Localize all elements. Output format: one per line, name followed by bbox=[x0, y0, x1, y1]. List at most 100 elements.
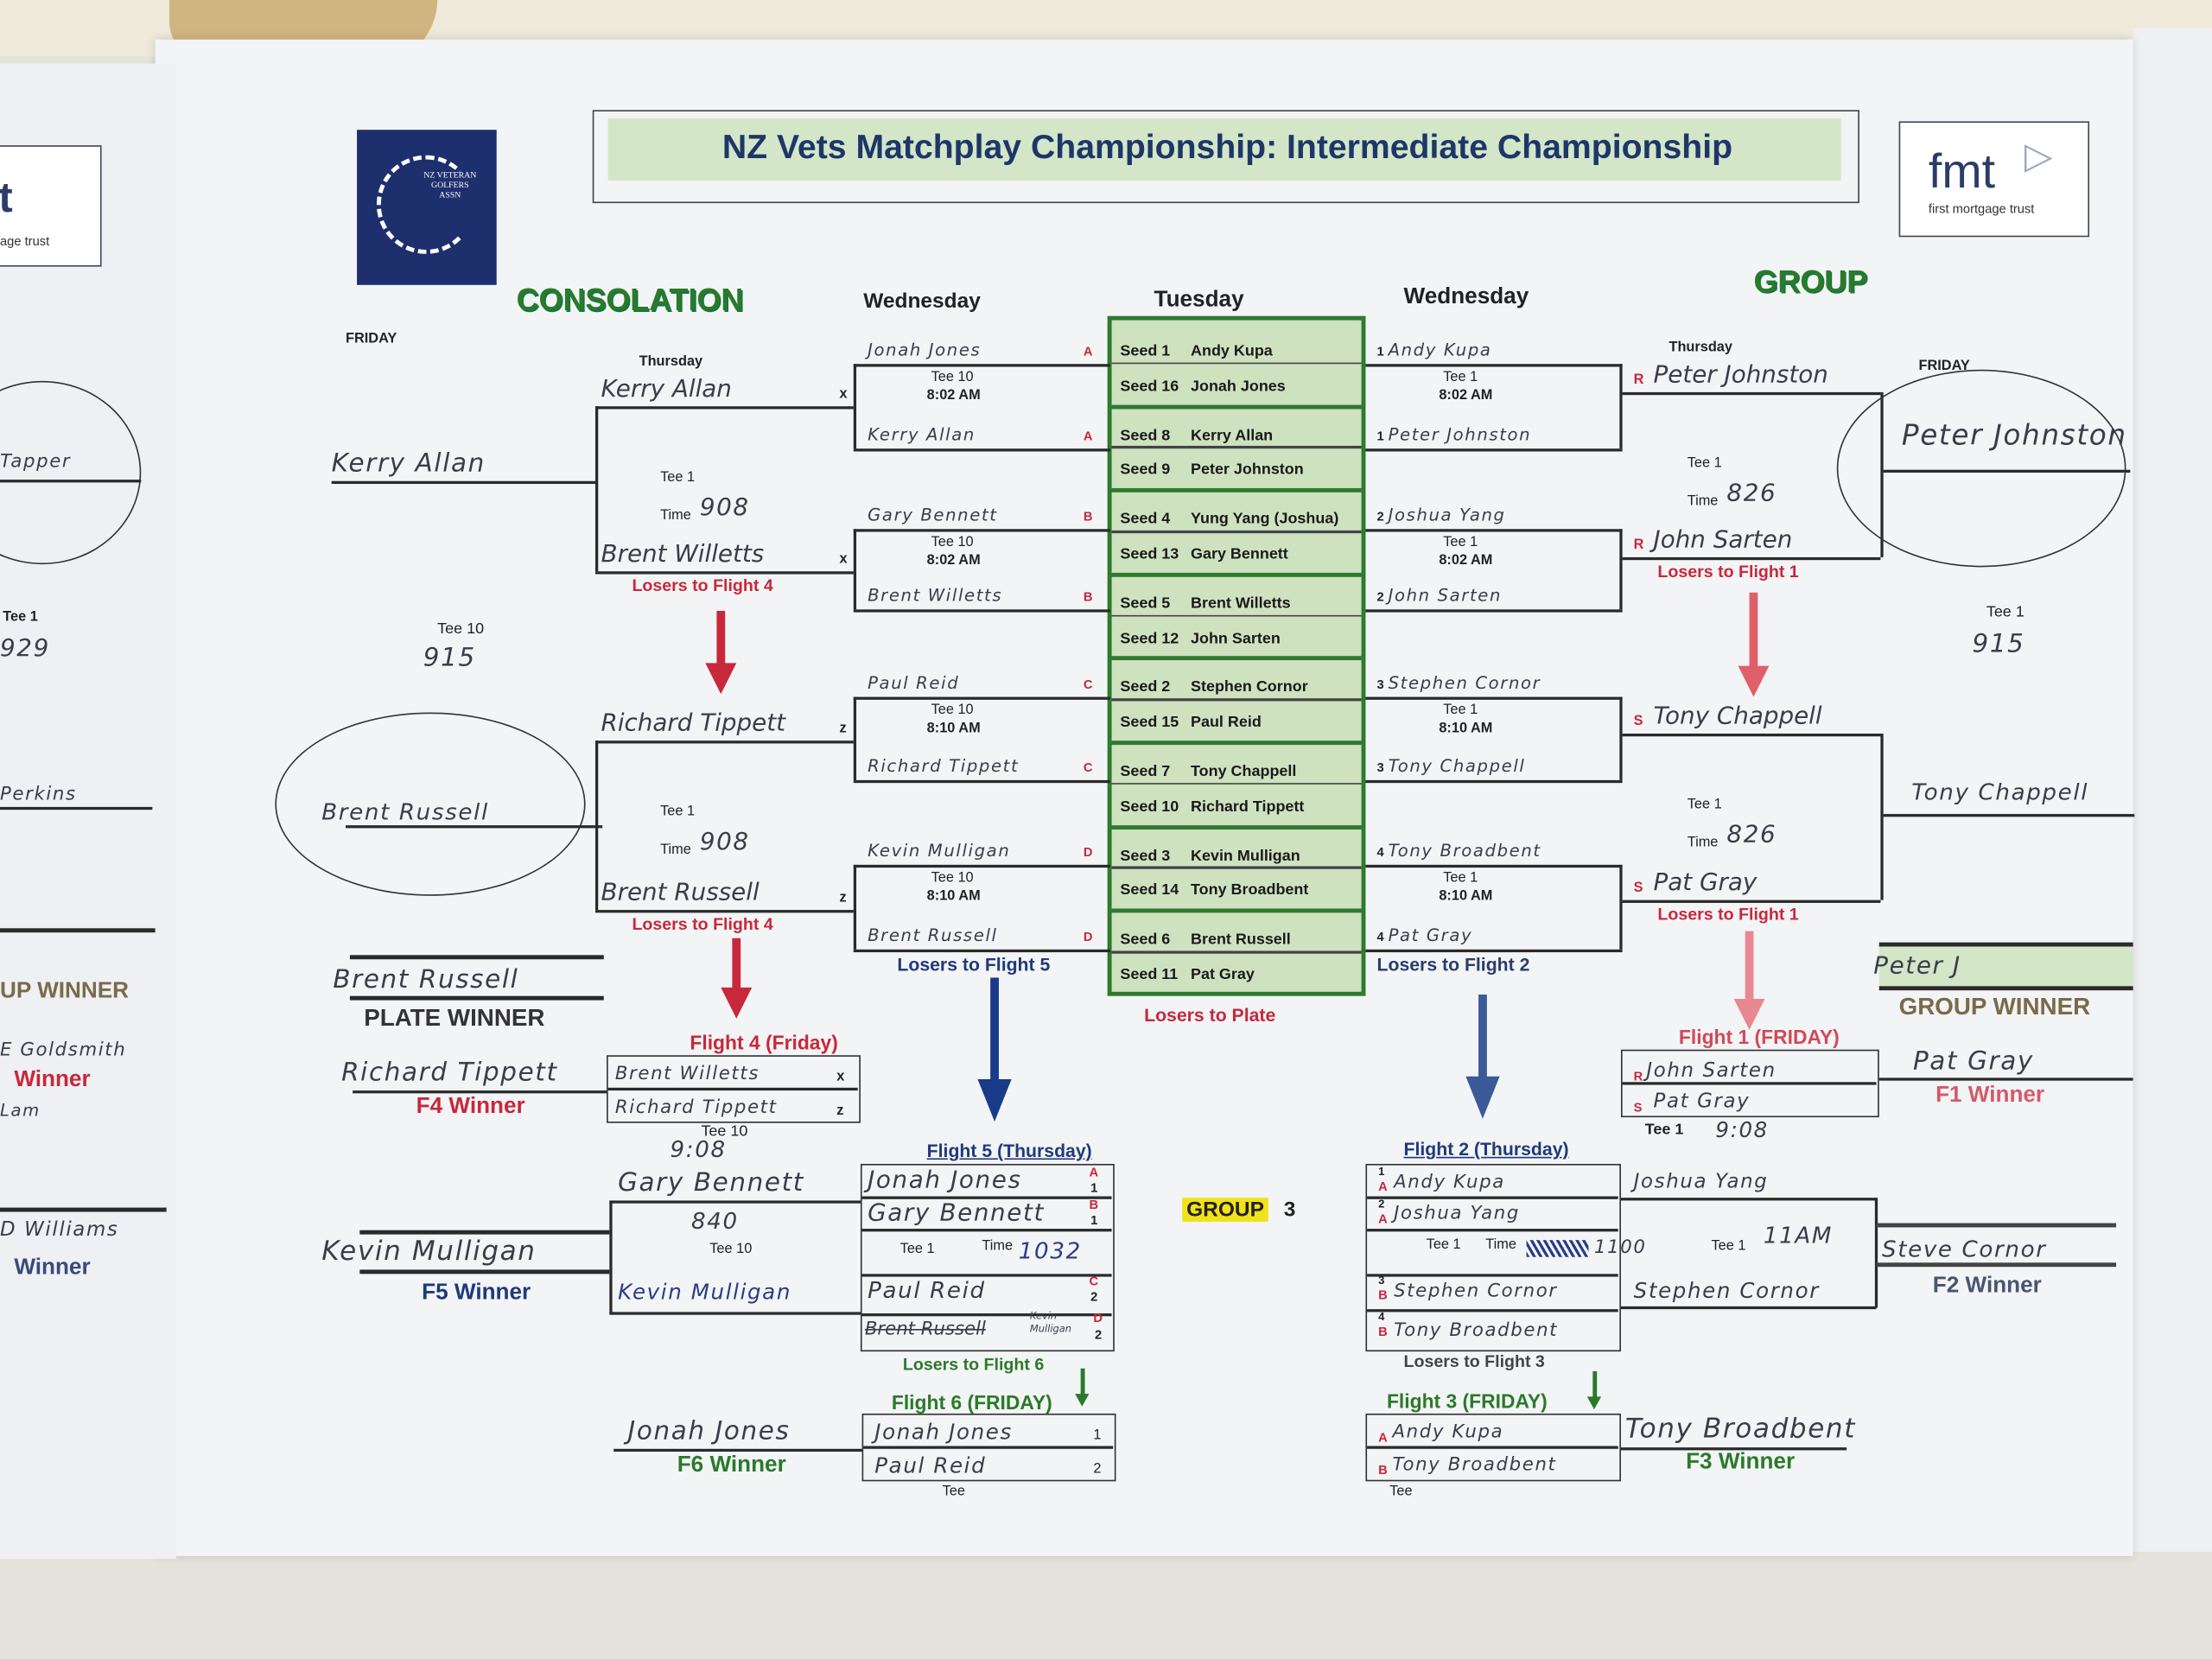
tee-time: 908 bbox=[699, 828, 750, 857]
flight5-player-1: Jonah Jones bbox=[868, 1166, 1022, 1195]
seed-player-name: Richard Tippett bbox=[1190, 798, 1305, 816]
plate-winner-label: PLATE WINNER bbox=[364, 1004, 545, 1032]
tee-label: Tee 10 bbox=[931, 534, 974, 550]
match-tag: 4 bbox=[1376, 929, 1384, 944]
match-tag: x bbox=[839, 551, 848, 568]
tee-label: Tee 1 bbox=[1443, 702, 1478, 719]
flight5-player-2: Gary Bennett bbox=[868, 1198, 1046, 1228]
flight4-player-2: Richard Tippett bbox=[614, 1097, 778, 1119]
seed-player-name: Tony Chappell bbox=[1190, 763, 1297, 780]
f6-winner-name: Jonah Jones bbox=[627, 1416, 791, 1446]
tee-time: 826 bbox=[1726, 480, 1777, 508]
match-tag: D bbox=[1083, 929, 1093, 944]
seed-number: Seed 16 bbox=[1120, 378, 1179, 395]
match-tag: 3 bbox=[1376, 760, 1384, 775]
left-winner-2: Winner bbox=[14, 1255, 91, 1280]
flight2-semi-top: Joshua Yang bbox=[1633, 1171, 1769, 1194]
cons-thu-entry: Kerry Allan bbox=[601, 375, 732, 404]
seed-player-name: Tony Broadbent bbox=[1190, 882, 1309, 899]
wed-left-entry: Kerry Allan bbox=[868, 424, 976, 445]
wed-left-entry: Gary Bennett bbox=[868, 505, 998, 525]
thursday-left-label: Thursday bbox=[639, 353, 703, 370]
seed-divider bbox=[1111, 614, 1362, 617]
tee-label: Tee 1 bbox=[1687, 455, 1722, 472]
seed-player-name: Brent Willetts bbox=[1190, 594, 1291, 613]
match-tag: S bbox=[1633, 880, 1643, 896]
seed-player-name: John Sarten bbox=[1190, 630, 1281, 647]
left-name-3: E Goldsmith bbox=[0, 1039, 127, 1061]
arrow-down-icon bbox=[990, 977, 999, 1084]
arrow-down-icon bbox=[732, 938, 741, 989]
bracket-line bbox=[853, 609, 1110, 613]
flight5-player-4-struck: Brent Russell bbox=[864, 1319, 986, 1341]
match-tag: B bbox=[1083, 589, 1093, 604]
seed-divider bbox=[1111, 488, 1362, 493]
seed-number: Seed 11 bbox=[1120, 966, 1179, 983]
left-name-2: Perkins bbox=[0, 784, 77, 806]
tee-time: 8:10 AM bbox=[1439, 888, 1493, 905]
flight3-player-2: Tony Broadbent bbox=[1392, 1454, 1557, 1476]
tee-label: Tee 1 bbox=[1687, 797, 1722, 813]
flight5-box bbox=[860, 1163, 1115, 1352]
group-fri-bottom: Tony Chappell bbox=[1911, 779, 2089, 806]
wednesday-right-heading: Wednesday bbox=[1403, 284, 1529, 309]
flight1-player-2: Pat Gray bbox=[1653, 1090, 1751, 1114]
seed-divider bbox=[1111, 824, 1362, 830]
bracket-line bbox=[1365, 949, 1623, 952]
tee-label: Tee 1 bbox=[1443, 369, 1478, 385]
tee-time: 8:02 AM bbox=[926, 553, 981, 569]
f2-winner-label: F2 Winner bbox=[1932, 1274, 2042, 1299]
match-tag: 2 bbox=[1376, 509, 1384, 524]
flight2-player-3: Stephen Cornor bbox=[1394, 1281, 1558, 1302]
group-heading: GROUP bbox=[1753, 264, 1868, 300]
cons-fri-top: Kerry Allan bbox=[331, 448, 486, 479]
seed-number: Seed 13 bbox=[1120, 545, 1179, 563]
fmt-logo: fmt ▷ first mortgage trust bbox=[1898, 121, 2090, 238]
arrow-down-icon bbox=[1478, 995, 1487, 1080]
seed-player-name: Kevin Mulligan bbox=[1190, 847, 1300, 865]
arrow-down-icon bbox=[1749, 592, 1758, 671]
flight4-box bbox=[607, 1055, 861, 1123]
seed-divider bbox=[1111, 362, 1362, 365]
seed-divider bbox=[1111, 741, 1362, 746]
flight2-title: Flight 2 (Thursday) bbox=[1403, 1138, 1569, 1160]
left-label-winner: UP WINNER bbox=[0, 979, 130, 1003]
seed-divider bbox=[1111, 950, 1362, 953]
left-tee: Tee 1 bbox=[3, 609, 38, 626]
seed-number: Seed 14 bbox=[1120, 882, 1179, 899]
flight2-player-2: Joshua Yang bbox=[1394, 1203, 1520, 1225]
flight1-title: Flight 1 (FRIDAY) bbox=[1678, 1025, 1840, 1049]
left-name-1: Tapper bbox=[0, 451, 72, 473]
tee-time: 908 bbox=[699, 493, 750, 523]
flight6-tee: Tee bbox=[942, 1484, 965, 1500]
match-tag: C bbox=[1083, 760, 1093, 775]
nzvga-logo: NZ VETERAN GOLFERS ASSN bbox=[357, 130, 497, 285]
wed-right-entry: Peter Johnston bbox=[1388, 424, 1532, 445]
bracket-line bbox=[853, 529, 1110, 532]
seed-divider bbox=[1111, 867, 1362, 869]
seed-player-name: Jonah Jones bbox=[1190, 378, 1286, 395]
tee-label: Tee 1 bbox=[1443, 870, 1478, 887]
bracket-line bbox=[1365, 448, 1623, 452]
match-tag: D bbox=[1083, 844, 1093, 860]
tuesday-heading: Tuesday bbox=[1154, 288, 1244, 312]
losers-label: Losers to Flight 4 bbox=[632, 575, 773, 595]
wed-left-entry: Richard Tippett bbox=[868, 756, 1020, 776]
left-name-5: D Williams bbox=[0, 1218, 119, 1242]
time-label: Time bbox=[1687, 493, 1719, 510]
group-thu-entry: Pat Gray bbox=[1653, 868, 1758, 898]
seed-number: Seed 4 bbox=[1120, 511, 1171, 528]
seed-divider bbox=[1111, 404, 1362, 409]
f1-winner-name: Pat Gray bbox=[1912, 1046, 2034, 1077]
group3-label: GROUP bbox=[1182, 1198, 1268, 1222]
seed-player-name: Kerry Allan bbox=[1190, 427, 1274, 444]
tee-label: Tee 10 bbox=[931, 870, 974, 887]
time-label: Time bbox=[660, 507, 691, 524]
flight3-title: Flight 3 (FRIDAY) bbox=[1386, 1389, 1548, 1413]
tee-label: Tee 10 bbox=[931, 369, 974, 385]
f4-winner-label: F4 Winner bbox=[416, 1094, 525, 1119]
seed-number: Seed 15 bbox=[1120, 714, 1179, 732]
